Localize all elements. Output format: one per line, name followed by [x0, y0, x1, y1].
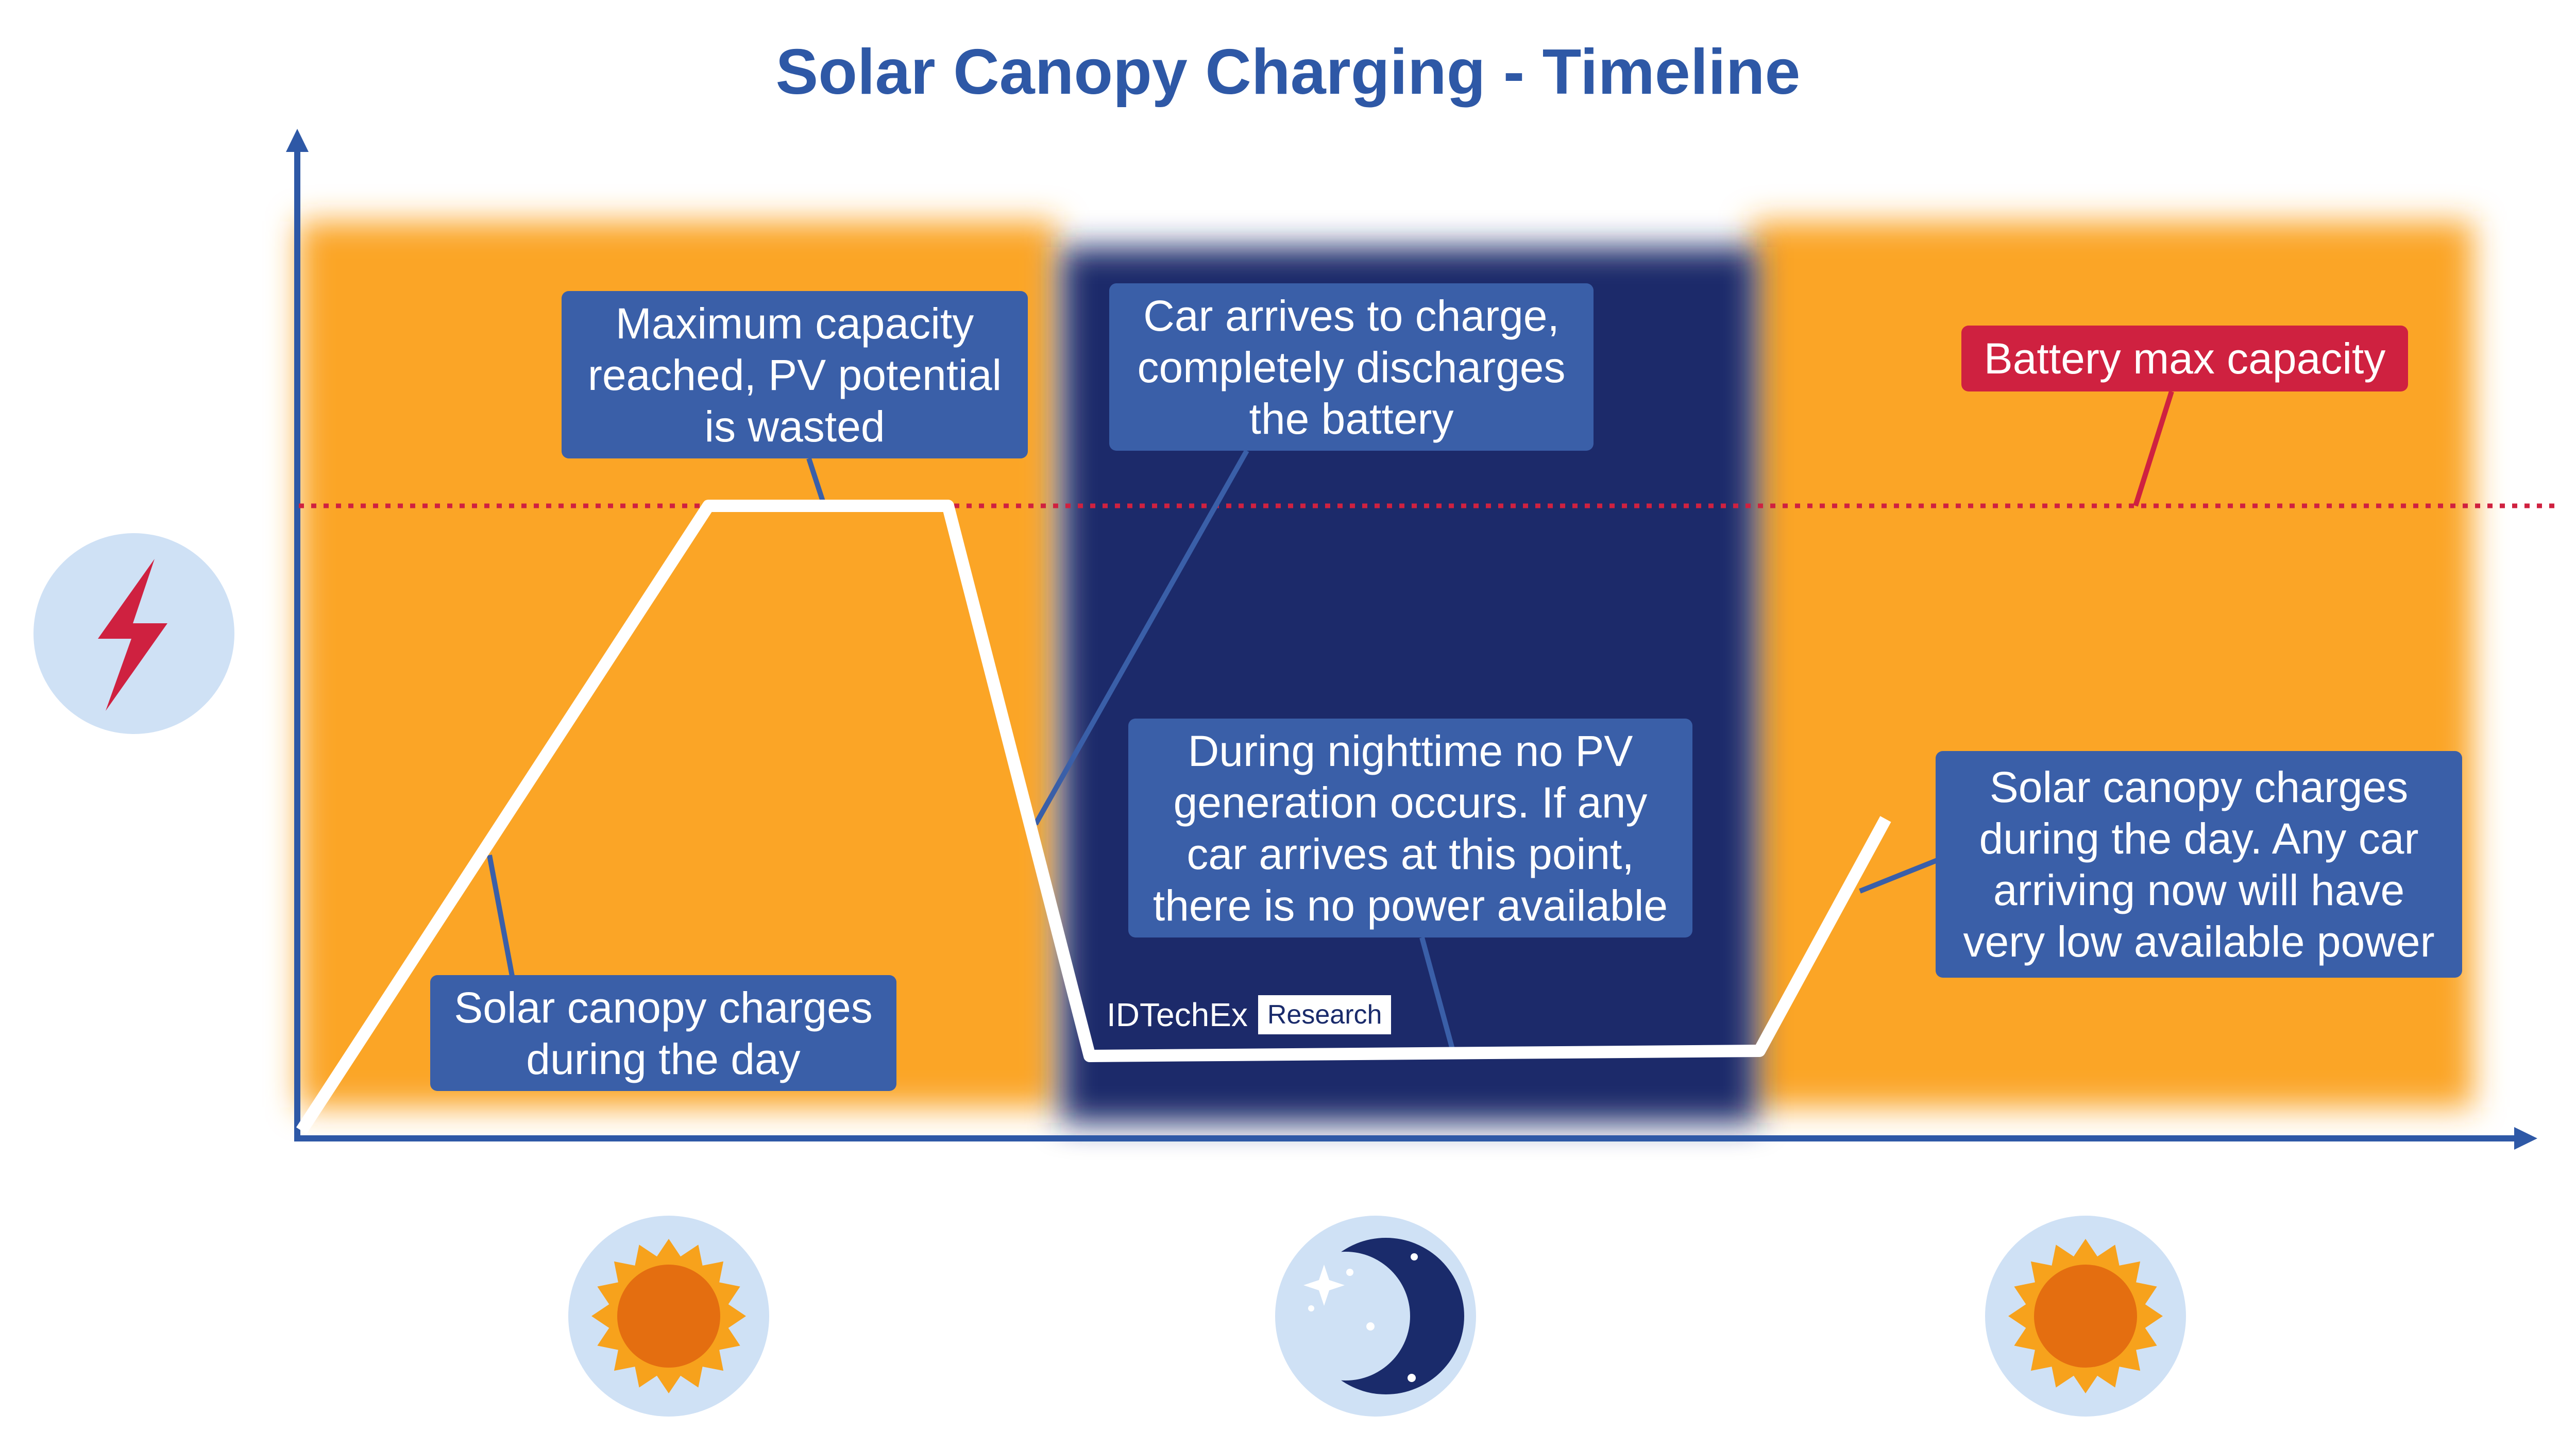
brand-name: IDTechEx	[1107, 996, 1248, 1033]
sun-icon	[568, 1216, 769, 1417]
leader-battery-max	[2133, 390, 2174, 507]
page-title: Solar Canopy Charging - Timeline	[775, 37, 1801, 108]
annotation-car-arrives: Car arrives to charge, completely discha…	[1109, 283, 1594, 451]
sun-icon	[1985, 1216, 2186, 1417]
star-dot	[1346, 1269, 1353, 1276]
leader-day-charge-right	[1859, 858, 1938, 894]
leader-max-capacity	[806, 457, 827, 507]
star-dot	[1408, 1374, 1416, 1382]
battery-charge-curve	[296, 500, 1891, 1134]
lightning-bolt-icon	[33, 533, 234, 734]
brand-tag: Research	[1258, 995, 1392, 1034]
star-dot	[1308, 1305, 1314, 1311]
annotation-battery-max-capacity: Battery max capacity	[1961, 326, 2408, 391]
star-dot	[1366, 1322, 1375, 1331]
annotation-max-capacity: Maximum capacity reached, PV potential i…	[562, 291, 1028, 458]
leader-car-arrives	[1033, 449, 1249, 826]
axes	[286, 129, 2537, 1150]
moon-icon	[1275, 1216, 1476, 1417]
x-axis-arrowhead	[2514, 1127, 2537, 1150]
annotation-day-charge-right: Solar canopy charges during the day. Any…	[1936, 751, 2462, 978]
annotation-day-charge-left: Solar canopy charges during the day	[430, 975, 896, 1091]
leader-nighttime	[1419, 936, 1455, 1052]
leader-lines	[487, 390, 2174, 1052]
leader-day-charge-left	[487, 855, 515, 979]
annotation-nighttime: During nighttime no PV generation occurs…	[1128, 719, 1692, 937]
star-icon	[1303, 1265, 1345, 1306]
idtechex-research-logo: IDTechEx Research	[1107, 994, 1392, 1035]
star-dot	[1411, 1253, 1418, 1260]
y-axis-arrowhead	[286, 129, 309, 152]
